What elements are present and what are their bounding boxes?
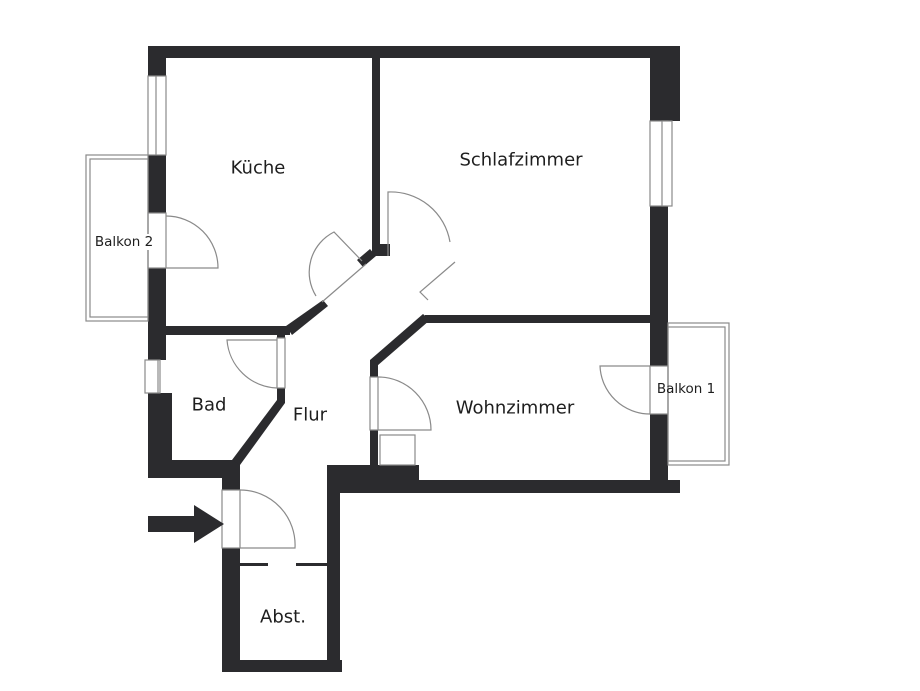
entrance-arrow-icon <box>148 505 224 543</box>
room-label-wohnzimmer: Wohnzimmer <box>455 397 575 419</box>
room-label-bad: Bad <box>191 394 227 416</box>
windows <box>144 75 673 394</box>
doors <box>147 191 669 566</box>
room-label-flur: Flur <box>292 404 328 426</box>
room-label-balkon1: Balkon 1 <box>656 381 716 397</box>
balconies <box>85 154 730 466</box>
walls <box>148 46 680 672</box>
room-label-balkon2: Balkon 2 <box>94 234 154 250</box>
room-label-schlafzimmer: Schlafzimmer <box>459 149 583 171</box>
room-label-kueche: Küche <box>230 157 286 179</box>
room-label-abst: Abst. <box>260 606 306 628</box>
